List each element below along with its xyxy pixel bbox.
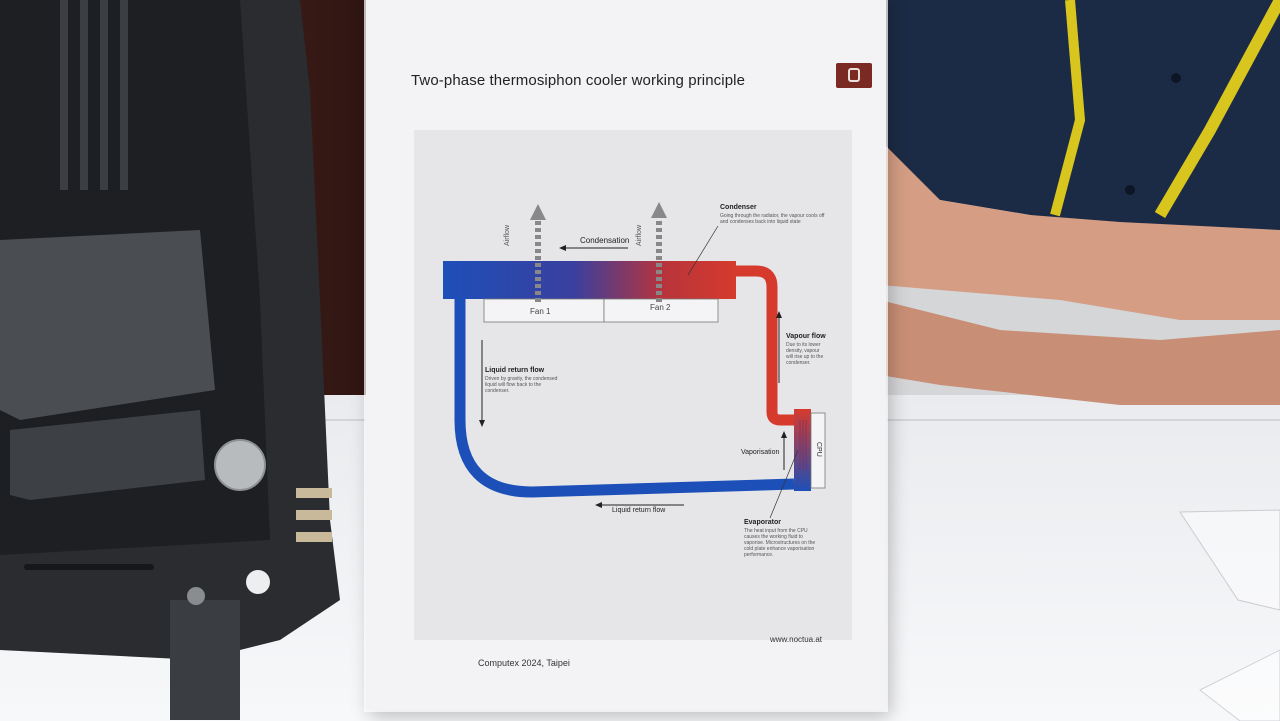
motherboard-photo: [0, 0, 340, 720]
condensation-label: Condensation: [580, 236, 630, 245]
liquid-return-bottom-label: Liquid return flow: [612, 507, 666, 514]
evaporator-desc: The heat input from the CPU causes the w…: [744, 528, 816, 558]
diagram-panel: [414, 130, 852, 640]
fan-1-label: Fan 1: [530, 307, 551, 316]
vapour-flow-desc: Due to its lower density, vapour will ri…: [786, 342, 824, 366]
event-label: Computex 2024, Taipei: [478, 658, 570, 668]
vapour-flow-title: Vapour flow: [786, 333, 826, 340]
cpu-box: [810, 412, 826, 489]
liquid-return-desc: Driven by gravity, the condensed liquid …: [485, 376, 558, 394]
website-label: www.noctua.at: [770, 635, 823, 644]
acrylic-stand: [1179, 509, 1280, 721]
vapour-tube: [736, 265, 794, 426]
person-photo: [880, 0, 1280, 405]
liquid-return-title: Liquid return flow: [485, 367, 545, 374]
vaporisation-label: Vaporisation: [741, 449, 780, 456]
airflow-label-1: Airflow: [504, 224, 511, 246]
condenser-desc: Going through the radiator, the vapour c…: [720, 213, 825, 225]
condenser-title: Condenser: [720, 204, 757, 211]
fan-2-label: Fan 2: [650, 303, 671, 312]
sign-title: Two-phase thermosiphon cooler working pr…: [411, 72, 746, 89]
evaporator-block: [794, 409, 811, 491]
condenser-radiator: [443, 261, 736, 299]
info-sign: Two-phase thermosiphon cooler working pr…: [366, 0, 886, 710]
brand-logo-icon: [836, 63, 872, 88]
evaporator-pointer: [769, 449, 799, 519]
airflow-label-2: Airflow: [636, 224, 643, 246]
cpu-label: CPU: [815, 442, 822, 457]
evaporator-title: Evaporator: [744, 519, 781, 526]
condenser-pointer: [687, 225, 719, 276]
liquid-return-tube: [454, 298, 795, 498]
